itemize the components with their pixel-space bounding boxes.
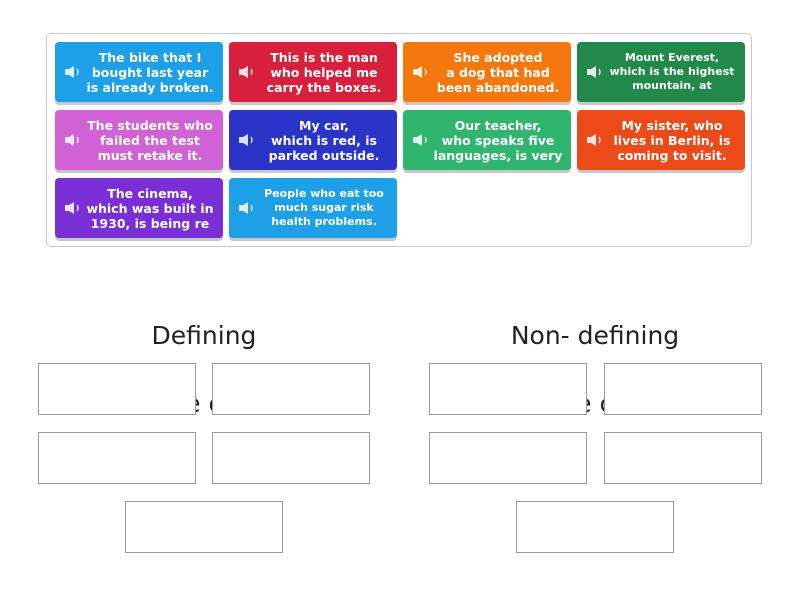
drop-slot-non-defining-2[interactable]: [604, 363, 762, 415]
card-4[interactable]: Mount Everest, which is the highest moun…: [577, 42, 745, 102]
speaker-icon[interactable]: [239, 201, 257, 215]
drop-slot-defining-4[interactable]: [212, 432, 370, 484]
card-6[interactable]: My car, which is red, is parked outside.: [229, 110, 397, 170]
card-text: My car, which is red, is parked outside.: [268, 117, 380, 163]
speaker-icon[interactable]: [413, 133, 431, 147]
card-8[interactable]: My sister, who lives in Berlin, is comin…: [577, 110, 745, 170]
card-text: Mount Everest, which is the highest moun…: [609, 51, 735, 92]
speaker-icon[interactable]: [65, 133, 83, 147]
card-10[interactable]: People who eat too much sugar risk healt…: [229, 178, 397, 238]
card-text: She adopted a dog that had been abandone…: [436, 49, 560, 95]
speaker-icon[interactable]: [65, 201, 83, 215]
drop-slot-defining-5[interactable]: [125, 501, 283, 553]
card-text: People who eat too much sugar risk healt…: [264, 187, 384, 228]
card-text: The students who failed the test must re…: [87, 117, 213, 163]
card-5[interactable]: The students who failed the test must re…: [55, 110, 223, 170]
speaker-icon[interactable]: [413, 65, 431, 79]
card-text: Our teacher, who speaks five languages, …: [433, 117, 563, 163]
card-7[interactable]: Our teacher, who speaks five languages, …: [403, 110, 571, 170]
card-text: The bike that I bought last year is alre…: [86, 49, 214, 95]
card-text: This is the man who helped me carry the …: [266, 49, 382, 95]
speaker-icon[interactable]: [239, 65, 257, 79]
drop-slot-defining-1[interactable]: [38, 363, 196, 415]
drop-slot-non-defining-3[interactable]: [429, 432, 587, 484]
card-pool: The bike that I bought last year is alre…: [46, 33, 752, 247]
speaker-icon[interactable]: [239, 133, 257, 147]
card-9[interactable]: The cinema, which was built in 1930, is …: [55, 178, 223, 238]
card-1[interactable]: The bike that I bought last year is alre…: [55, 42, 223, 102]
speaker-icon[interactable]: [65, 65, 83, 79]
speaker-icon[interactable]: [587, 133, 605, 147]
drop-slot-non-defining-5[interactable]: [516, 501, 674, 553]
group-title-line1: Defining: [151, 321, 257, 350]
drop-slot-non-defining-4[interactable]: [604, 432, 762, 484]
group-title-line1: Non- defining: [510, 321, 680, 350]
drop-slot-non-defining-1[interactable]: [429, 363, 587, 415]
card-text: My sister, who lives in Berlin, is comin…: [613, 117, 731, 163]
drop-slot-defining-2[interactable]: [212, 363, 370, 415]
card-2[interactable]: This is the man who helped me carry the …: [229, 42, 397, 102]
drop-slot-defining-3[interactable]: [38, 432, 196, 484]
card-3[interactable]: She adopted a dog that had been abandone…: [403, 42, 571, 102]
card-text: The cinema, which was built in 1930, is …: [86, 185, 214, 231]
speaker-icon[interactable]: [587, 65, 605, 79]
